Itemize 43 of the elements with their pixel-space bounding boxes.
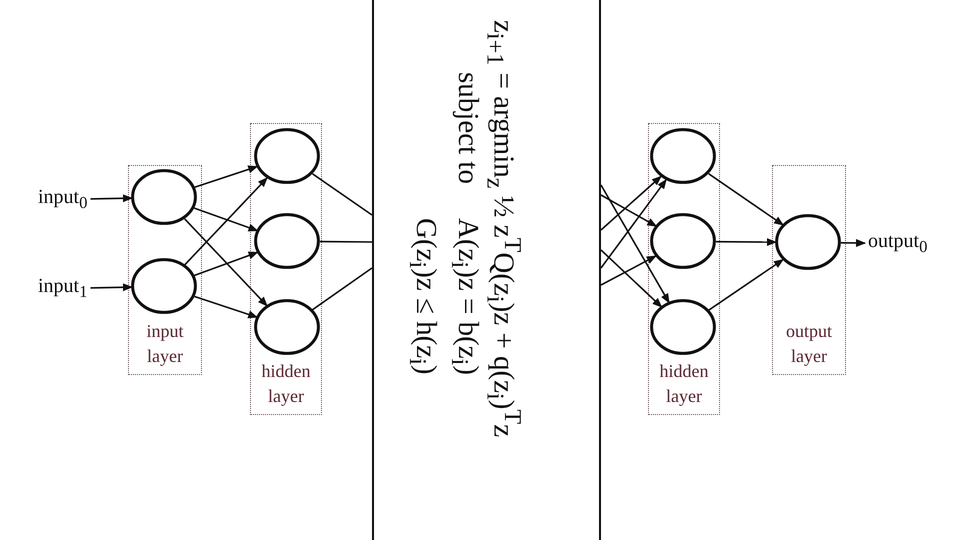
connector-line — [312, 267, 372, 310]
arrow — [600, 178, 667, 268]
layer-frame — [128, 165, 202, 375]
arrow — [840, 239, 866, 247]
layer-frame — [772, 165, 846, 375]
layer-frame — [250, 123, 322, 415]
neuron-circle — [775, 214, 842, 270]
arrow — [194, 296, 258, 318]
arrow — [194, 166, 258, 188]
arrow — [90, 194, 133, 202]
optimization-panel — [372, 0, 601, 540]
arrow — [708, 173, 784, 226]
neuron-circle — [650, 213, 716, 270]
arrow — [600, 255, 657, 286]
neuron-circle — [650, 128, 716, 184]
arrow — [194, 252, 259, 276]
arrow — [716, 238, 777, 246]
neuron-circle — [254, 299, 320, 356]
layer-label: hidden layer — [260, 360, 312, 408]
arrow — [600, 176, 662, 231]
arrow — [600, 194, 658, 227]
arrow — [600, 249, 662, 308]
io-label: input$_{0}$ — [38, 186, 88, 213]
layer-label: input layer — [145, 320, 184, 368]
neuron-circle — [131, 258, 198, 314]
arrow — [184, 218, 268, 307]
formula-text: subject to — [451, 72, 484, 184]
io-label: output$_{0}$ — [868, 230, 928, 257]
arrow — [194, 207, 258, 232]
arrow — [600, 184, 670, 304]
neuron-circle — [131, 169, 198, 226]
arrow — [708, 258, 784, 311]
neuron-circle — [254, 213, 320, 270]
neuron-circle — [650, 299, 716, 356]
layer-label: output layer — [784, 320, 833, 368]
neuron-circle — [254, 128, 320, 184]
arrow — [90, 283, 133, 292]
connector-line — [320, 240, 372, 243]
io-label: input$_{1}$ — [38, 275, 88, 302]
layer-label: hidden layer — [658, 360, 710, 408]
layer-frame — [648, 123, 720, 415]
arrow — [184, 177, 268, 266]
connector-line — [312, 173, 372, 216]
